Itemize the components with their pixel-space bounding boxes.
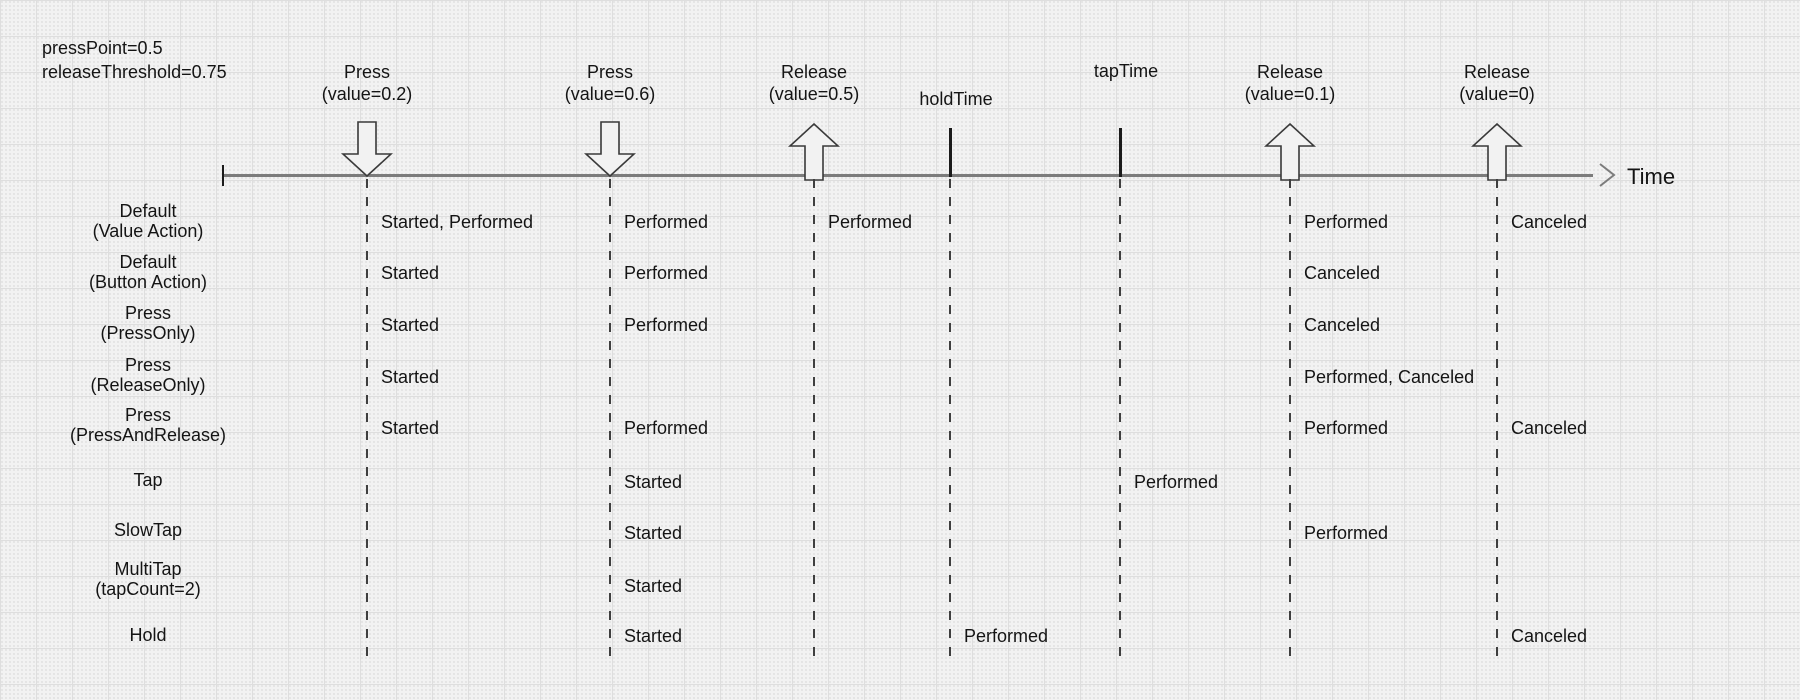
- event-label-hold-time: holdTime: [919, 89, 993, 109]
- time-axis-label: Time: [1627, 164, 1676, 189]
- cell-phase: Started: [624, 472, 683, 492]
- row-label-press-releaseonly: Press(ReleaseOnly): [90, 355, 206, 395]
- cell-phase: Started: [624, 576, 683, 596]
- guide-line-release-0: [1496, 179, 1498, 664]
- row-label-press-pressandrelease: Press(PressAndRelease): [69, 405, 227, 445]
- release-up-arrow-icon: [1264, 123, 1316, 181]
- row-label-multitap: MultiTap(tapCount=2): [95, 559, 201, 599]
- cell-phase: Performed: [1134, 472, 1219, 492]
- cell-phase: Performed: [624, 212, 709, 232]
- event-label-press-0.6: Press (value=0.6): [564, 62, 656, 104]
- event-label-release-0: Release (value=0): [1459, 62, 1535, 104]
- row-label-slowtap: SlowTap: [113, 520, 183, 540]
- guide-line-press-0.2: [366, 179, 368, 664]
- time-axis-start-tick: [222, 165, 224, 186]
- cell-phase: Canceled: [1511, 212, 1588, 232]
- row-label-press-pressonly: Press(PressOnly): [100, 303, 196, 343]
- cell-phase: Canceled: [1304, 315, 1381, 335]
- row-label-default-button-action: Default(Button Action): [88, 252, 208, 292]
- release-up-arrow-icon: [788, 123, 840, 181]
- cell-phase: Started: [381, 263, 440, 283]
- cell-phase: Performed: [624, 315, 709, 335]
- event-label-release-0.1: Release (value=0.1): [1244, 62, 1336, 104]
- cell-phase: Performed: [624, 418, 709, 438]
- guide-line-release-0.5: [813, 179, 815, 664]
- guide-line-press-0.6: [609, 179, 611, 664]
- cell-phase: Canceled: [1304, 263, 1381, 283]
- cell-phase: Started: [381, 315, 440, 335]
- guide-line-release-0.1: [1289, 179, 1291, 664]
- time-axis-arrowhead-icon: [1598, 162, 1616, 188]
- tap-time-tick: [1119, 128, 1122, 177]
- cell-phase: Performed, Canceled: [1304, 367, 1475, 387]
- press-down-arrow-icon: [584, 121, 636, 177]
- time-axis-line: [223, 174, 1593, 177]
- cell-phase: Canceled: [1511, 418, 1588, 438]
- press-down-arrow-icon: [341, 121, 393, 177]
- cell-phase: Started: [624, 626, 683, 646]
- cell-phase: Performed: [1304, 212, 1389, 232]
- cell-phase: Performed: [828, 212, 913, 232]
- release-up-arrow-icon: [1471, 123, 1523, 181]
- release-threshold-value: releaseThreshold=0.75: [42, 62, 227, 82]
- cell-phase: Performed: [1304, 523, 1389, 543]
- cell-phase: Started: [624, 523, 683, 543]
- hold-time-tick: [949, 128, 952, 177]
- parameters-note: pressPoint=0.5 releaseThreshold=0.75: [42, 36, 227, 84]
- event-label-release-0.5: Release (value=0.5): [768, 62, 860, 104]
- event-label-press-0.2: Press (value=0.2): [321, 62, 413, 104]
- cell-phase: Started: [381, 367, 440, 387]
- press-point-value: pressPoint=0.5: [42, 38, 163, 58]
- cell-phase: Started, Performed: [381, 212, 534, 232]
- row-label-hold: Hold: [129, 625, 167, 645]
- cell-phase: Started: [381, 418, 440, 438]
- cell-phase: Performed: [964, 626, 1049, 646]
- guide-line-hold-time: [949, 179, 951, 664]
- cell-phase: Performed: [624, 263, 709, 283]
- cell-phase: Canceled: [1511, 626, 1588, 646]
- row-label-tap: Tap: [133, 470, 163, 490]
- row-label-default-value-action: Default(Value Action): [92, 201, 204, 241]
- cell-phase: Performed: [1304, 418, 1389, 438]
- event-label-tap-time: tapTime: [1093, 61, 1159, 81]
- guide-line-tap-time: [1119, 179, 1121, 664]
